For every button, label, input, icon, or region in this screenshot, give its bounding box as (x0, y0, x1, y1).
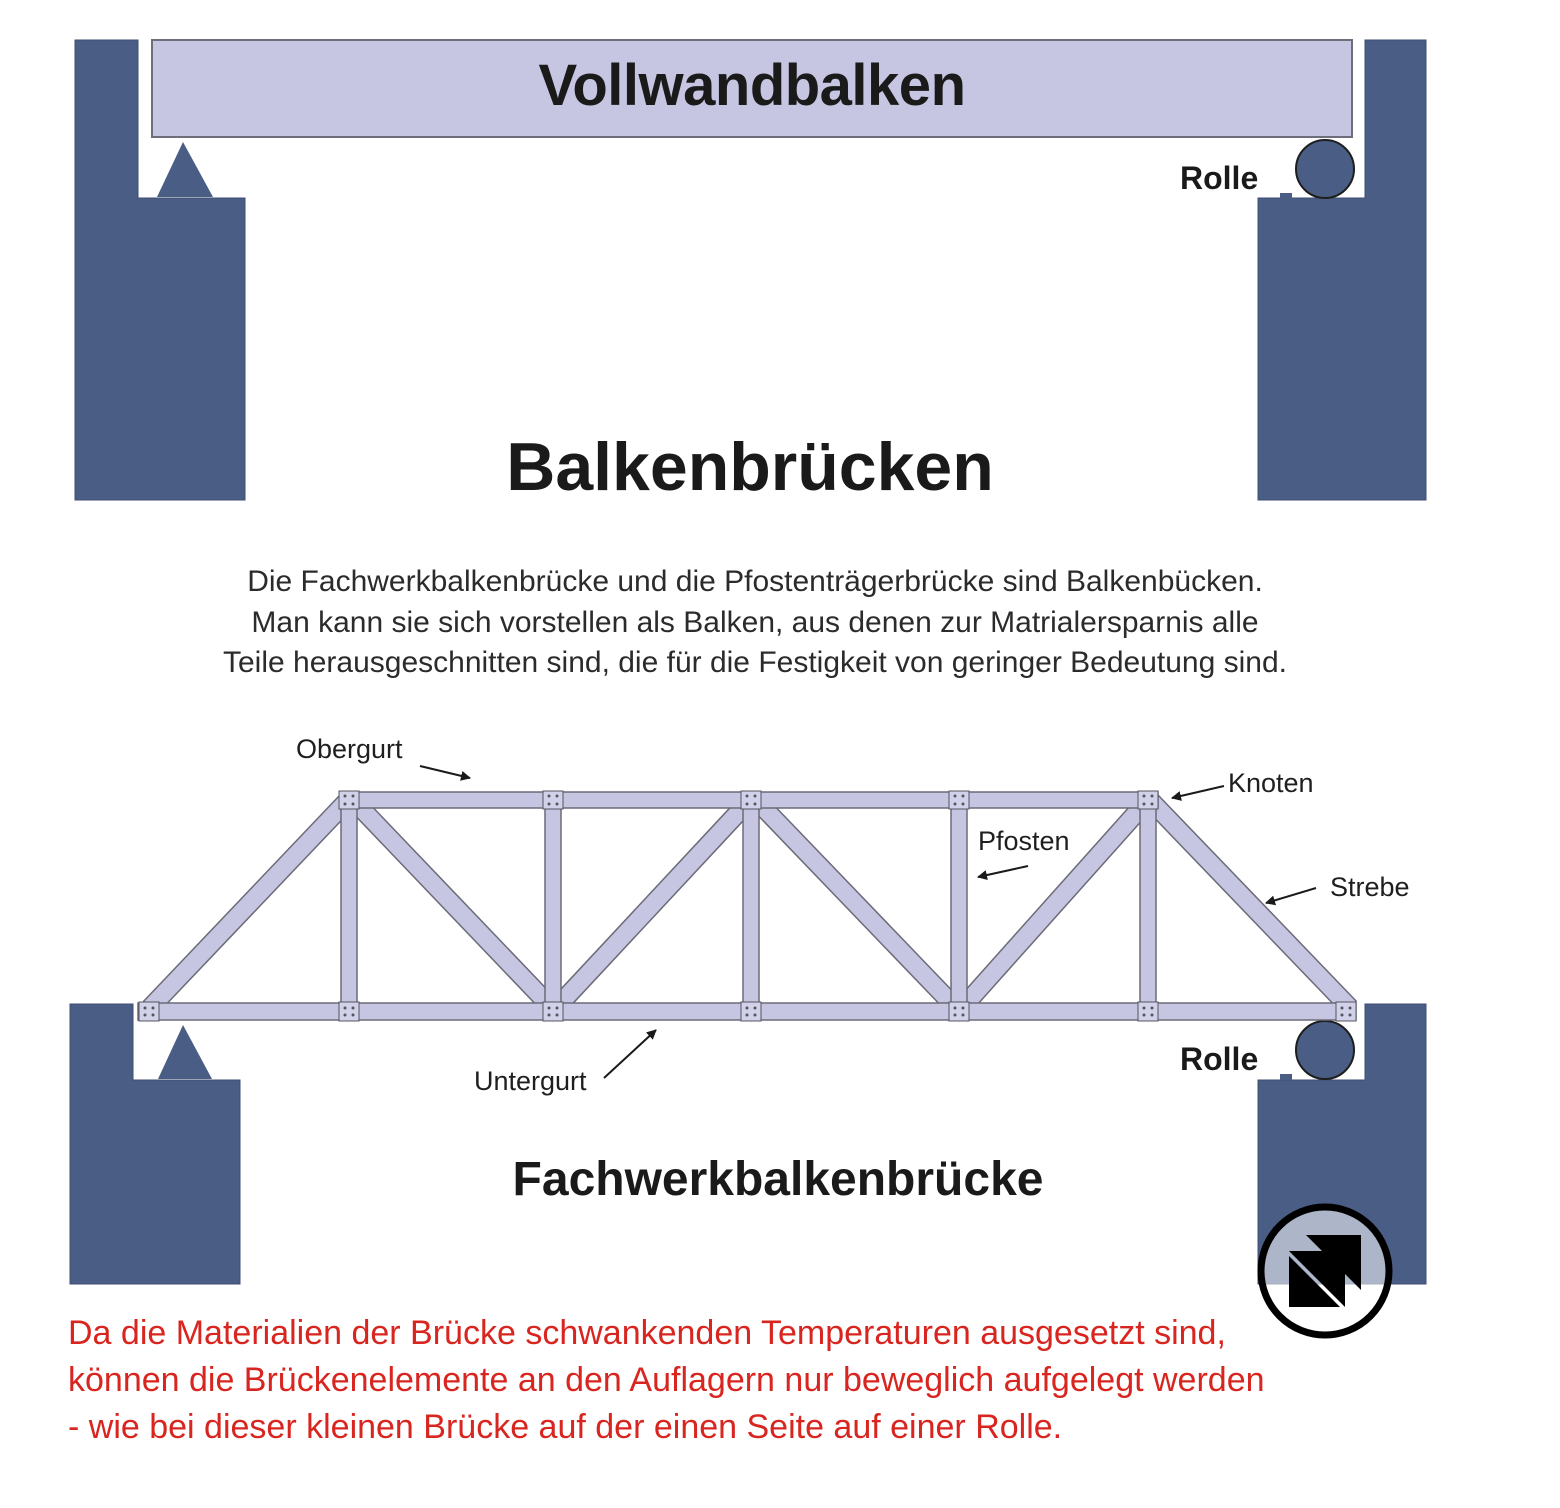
roller-label-top: Rolle (1180, 160, 1259, 196)
section-title-fachwerkbalkenbruecke: Fachwerkbalkenbrücke (512, 1153, 1044, 1206)
description-text: Die Fachwerkbalkenbrücke und die Pfosten… (60, 562, 1450, 684)
note-line: Da die Materialien der Brücke schwankend… (68, 1314, 1226, 1352)
note-line: - wie bei dieser kleinen Brücke auf der … (68, 1408, 1063, 1446)
publisher-logo-icon (1257, 1203, 1393, 1339)
arrow-icon (977, 865, 1029, 880)
section-title-balkenbruecken: Balkenbrücken (506, 429, 994, 505)
node-rivets (143, 794, 1352, 1017)
pfosten-5 (1139, 791, 1157, 1021)
pfosten-1 (340, 791, 358, 1021)
beam-label: Vollwandbalken (538, 53, 966, 118)
arrow-icon (1265, 887, 1317, 906)
solid-beam (151, 39, 1353, 138)
label-untergurt: Untergurt (474, 1066, 587, 1096)
left-abutment-top (74, 39, 246, 501)
description-line: Man kann sie sich vorstellen als Balken,… (251, 605, 1259, 639)
left-abutment-bottom (69, 1003, 241, 1285)
pin-support-icon (158, 1025, 212, 1079)
roller-base (1280, 193, 1292, 199)
pfosten-2 (544, 791, 562, 1021)
arrow-icon (603, 1029, 657, 1079)
note-line: können die Brückenelemente an den Auflag… (68, 1361, 1265, 1399)
roller-label-bottom: Rolle (1180, 1041, 1259, 1077)
label-obergurt: Obergurt (296, 734, 403, 764)
label-strebe: Strebe (1330, 872, 1410, 902)
arrow-icon (1171, 785, 1225, 801)
description-line: Teile herausgeschnitten sind, die für di… (223, 646, 1287, 679)
pfosten-4 (950, 791, 968, 1021)
description-line: Die Fachwerkbalkenbrücke und die Pfosten… (247, 565, 1263, 598)
arrow-icon (419, 765, 471, 781)
temperature-note: Da die Materialien der Brücke schwankend… (68, 1310, 1518, 1451)
roller-icon (1295, 1020, 1355, 1080)
roller-icon (1295, 139, 1355, 199)
roller-base (1280, 1074, 1292, 1080)
truss-posts (340, 791, 1157, 1021)
annotation-arrows (419, 765, 1317, 1079)
label-knoten: Knoten (1228, 768, 1314, 798)
pfosten-3 (742, 791, 760, 1021)
right-abutment-top (1257, 39, 1427, 501)
pin-support-icon (157, 142, 213, 197)
truss-diagonals (142, 793, 1358, 1015)
label-pfosten: Pfosten (978, 826, 1070, 856)
